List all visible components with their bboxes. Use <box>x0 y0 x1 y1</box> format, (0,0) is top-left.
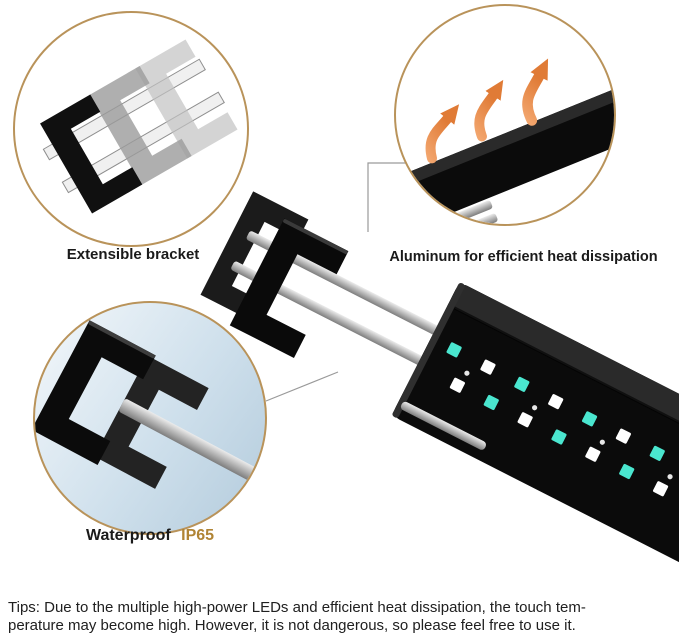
telescopic-rail-top <box>246 231 459 345</box>
waterproof-clamp-rear <box>94 355 209 489</box>
callout-label-waterproof: Waterproof IP65 <box>25 527 275 545</box>
connector-line-waterproof <box>265 371 339 402</box>
light-bar-edge-line <box>447 303 679 570</box>
led-dot <box>464 370 470 376</box>
waterproof-clamp-highlight <box>88 320 156 359</box>
bracket-ghost-far <box>135 39 238 159</box>
callout-label-extensible-bracket: Extensible bracket <box>66 246 200 263</box>
heat-arrows <box>425 58 549 164</box>
led-chip <box>480 359 496 375</box>
led-chip <box>649 445 665 461</box>
led-chip <box>615 428 631 444</box>
led-chip <box>483 394 499 411</box>
heat-arrow-icon <box>425 104 460 164</box>
heat-arrow-icon <box>522 58 549 126</box>
led-chip <box>517 412 533 428</box>
light-bar-assembly <box>200 191 679 635</box>
bracket-edge-highlight <box>283 219 348 254</box>
led-chip <box>449 377 465 393</box>
led-chip <box>514 376 530 392</box>
extensible-bracket-illustration <box>40 39 238 214</box>
aluminum-bar-body <box>396 74 614 224</box>
bracket-clamp-solid <box>40 94 143 214</box>
heat-arrow-icon <box>474 79 504 142</box>
led-chip <box>446 342 462 358</box>
led-dot <box>667 474 673 480</box>
waterproof-rail <box>119 399 265 486</box>
callout-circle-extensible-bracket <box>13 11 249 247</box>
tips-text: Tips: Due to the multiple high-power LED… <box>8 599 676 635</box>
tips-line-1: Tips: Due to the multiple high-power LED… <box>8 599 586 616</box>
heat-dissipation-illustration <box>396 58 614 224</box>
aluminum-bottom-edge <box>400 401 487 450</box>
bracket-clamp-front <box>229 218 349 359</box>
light-bar-end-cap <box>392 282 465 418</box>
led-chip <box>585 446 601 462</box>
tips-line-2: perature may become high. However, it is… <box>8 617 576 635</box>
waterproof-bracket-illustration <box>35 320 265 489</box>
led-chip <box>548 394 564 410</box>
aluminum-bar-top-face <box>396 74 614 203</box>
led-chip <box>551 429 567 445</box>
waterproof-rating-badge: IP65 <box>181 527 215 544</box>
bracket-ghost-near <box>89 65 192 186</box>
waterproof-clamp-front <box>35 320 156 465</box>
telescopic-rail-bottom <box>231 261 444 376</box>
light-bar-body <box>394 285 679 635</box>
waterproof-label-text: Waterproof <box>85 527 171 544</box>
led-chip <box>619 463 635 480</box>
callout-circle-heat-dissipation <box>394 4 616 226</box>
light-bar-top-face <box>450 285 679 566</box>
connector-line-heat <box>367 162 406 232</box>
led-chip <box>653 481 669 497</box>
led-dot <box>599 439 605 445</box>
led-chip <box>581 411 598 427</box>
led-dot <box>532 405 538 411</box>
led-panel <box>446 342 673 497</box>
callout-circle-waterproof <box>33 301 267 535</box>
callout-label-heat-dissipation: Aluminum for efficient heat dissipation <box>389 249 658 265</box>
